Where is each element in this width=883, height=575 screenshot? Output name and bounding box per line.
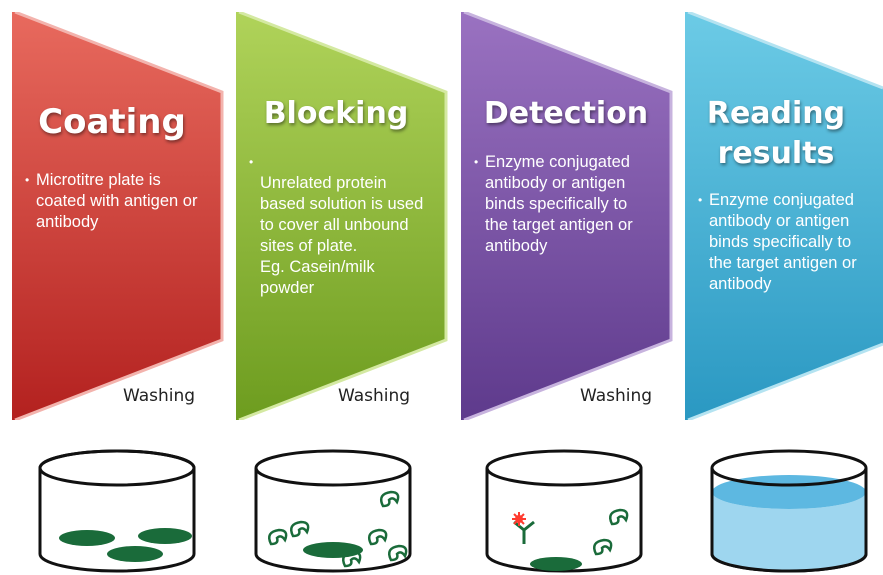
step-title: Reading results bbox=[706, 96, 846, 171]
chevron-shape bbox=[12, 12, 224, 420]
coated-well-icon bbox=[38, 449, 196, 573]
chevron-shape bbox=[685, 12, 883, 420]
step-description: •Enzyme conjugated antibody or antigen b… bbox=[474, 153, 633, 255]
step-description: •Microtitre plate is coated with antigen… bbox=[25, 171, 198, 231]
step-detection: Detection •Enzyme conjugated antibody or… bbox=[461, 12, 679, 420]
step-coating: Coating •Microtitre plate is coated with… bbox=[12, 12, 230, 420]
step-title: Coating bbox=[38, 102, 186, 142]
step-blocking: Blocking •Unrelated protein based soluti… bbox=[236, 12, 454, 420]
step-title: Blocking bbox=[263, 96, 409, 131]
reading-well-icon bbox=[710, 449, 868, 573]
step-title: Detection bbox=[483, 96, 649, 131]
washing-label: Washing bbox=[338, 386, 411, 406]
step-description: •Unrelated protein based solution is use… bbox=[249, 155, 424, 297]
washing-label: Washing bbox=[580, 386, 653, 406]
step-reading-results: Reading results •Enzyme conjugated antib… bbox=[685, 12, 883, 420]
step-description: •Enzyme conjugated antibody or antigen b… bbox=[698, 191, 857, 293]
washing-label: Washing bbox=[123, 386, 196, 406]
detection-well-icon bbox=[485, 449, 643, 573]
blocked-well-icon bbox=[254, 449, 412, 573]
chevron-shape bbox=[461, 12, 673, 420]
chevron-shape bbox=[236, 12, 448, 420]
